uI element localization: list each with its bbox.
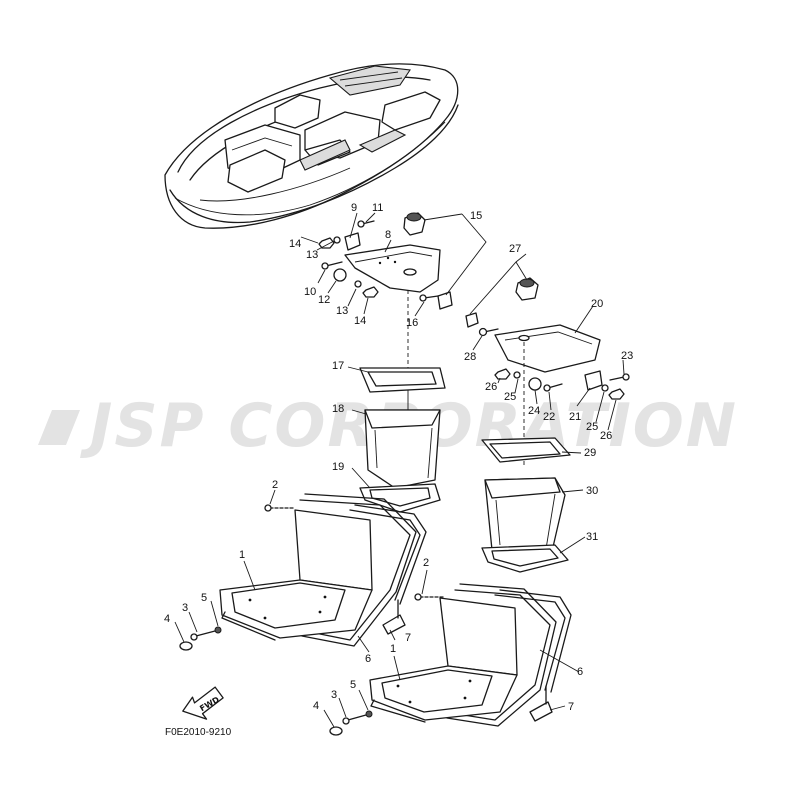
callout-5-left: 5: [201, 592, 207, 604]
fwd-arrow-icon: FWD: [182, 686, 224, 720]
callout-1-right: 1: [390, 643, 396, 655]
callout-17: 17: [332, 360, 344, 372]
screw-22: [543, 383, 563, 392]
washer-25-left: [513, 371, 521, 379]
nut-14-bottom: [362, 286, 379, 298]
callout-4-right: 4: [313, 700, 319, 712]
diagram-code: F0E2010-9210: [165, 727, 232, 738]
callout-12: 12: [318, 294, 330, 306]
callout-16: 16: [406, 317, 418, 329]
callout-6-left: 6: [365, 653, 371, 665]
callout-26-left: 26: [485, 381, 497, 393]
callout-7-right: 7: [568, 701, 574, 713]
screw-2-left: [264, 504, 296, 512]
callout-6-right: 6: [577, 666, 583, 678]
callout-3-left: 3: [182, 602, 188, 614]
callout-7-left: 7: [405, 632, 411, 644]
callout-14-top: 14: [289, 238, 301, 250]
storage-bin-left: [359, 367, 446, 513]
callout-9: 9: [351, 202, 357, 214]
washer-5-left: [214, 626, 222, 634]
callout-11: 11: [372, 202, 383, 214]
callout-15: 15: [470, 210, 482, 222]
screw-10: [321, 261, 343, 270]
callout-27: 27: [509, 243, 521, 255]
callout-5-right: 5: [350, 679, 356, 691]
callout-13-top: 13: [306, 249, 318, 261]
callout-19: 19: [332, 461, 344, 473]
callout-25-right: 25: [586, 421, 598, 433]
fastener-13-top: [333, 236, 341, 244]
callout-13-bottom: 13: [336, 305, 348, 317]
nut-26-right: [608, 388, 625, 400]
callout-25-left: 25: [504, 391, 516, 403]
callout-28: 28: [464, 351, 476, 363]
callout-2-right: 2: [423, 557, 429, 569]
callout-4-left: 4: [164, 613, 170, 625]
callout-30: 30: [586, 485, 598, 497]
boat-illustration: [164, 63, 459, 229]
screw-23: [609, 373, 630, 381]
callout-18: 18: [332, 403, 344, 415]
screw-16: [419, 294, 439, 302]
callout-14-bottom: 14: [354, 315, 366, 327]
callout-1-left: 1: [239, 549, 245, 561]
callout-22: 22: [543, 411, 555, 423]
callout-29: 29: [584, 447, 596, 459]
callout-2-left: 2: [272, 479, 278, 491]
callout-21: 21: [569, 411, 581, 423]
washer-5-right: [365, 710, 373, 718]
nut-26-left: [494, 368, 511, 380]
hatch-lid-left: [318, 212, 453, 420]
screw-28: [478, 327, 499, 337]
cap-4-left: [179, 641, 193, 651]
leader-lines: [174, 212, 625, 728]
callout-3-right: 3: [331, 689, 337, 701]
callout-26-right: 26: [600, 430, 612, 442]
washer-13-bottom: [354, 280, 362, 288]
grommet-24: [528, 377, 542, 391]
screw-3-left: [190, 630, 216, 641]
hatch-lid-right: [465, 277, 630, 468]
callout-23: 23: [621, 350, 633, 362]
callout-10: 10: [304, 286, 316, 298]
storage-bin-right: [481, 437, 571, 573]
nut-14-top: [318, 237, 335, 249]
screw-2-right: [414, 593, 446, 601]
cap-4-right: [329, 726, 343, 736]
callout-labels: 9 11 8 14 13 10 12 13 14 15 16 17 18 19 …: [164, 202, 633, 713]
washer-25-right: [601, 384, 609, 392]
seat-frame-right: [329, 583, 572, 736]
callout-8: 8: [385, 229, 391, 241]
screw-3-right: [342, 714, 367, 725]
fastener-11: [357, 220, 375, 228]
callout-20: 20: [591, 298, 603, 310]
grommet-12: [333, 268, 347, 282]
seat-frame-left: [179, 493, 427, 651]
callout-24: 24: [528, 405, 540, 417]
callout-31: 31: [586, 531, 598, 543]
